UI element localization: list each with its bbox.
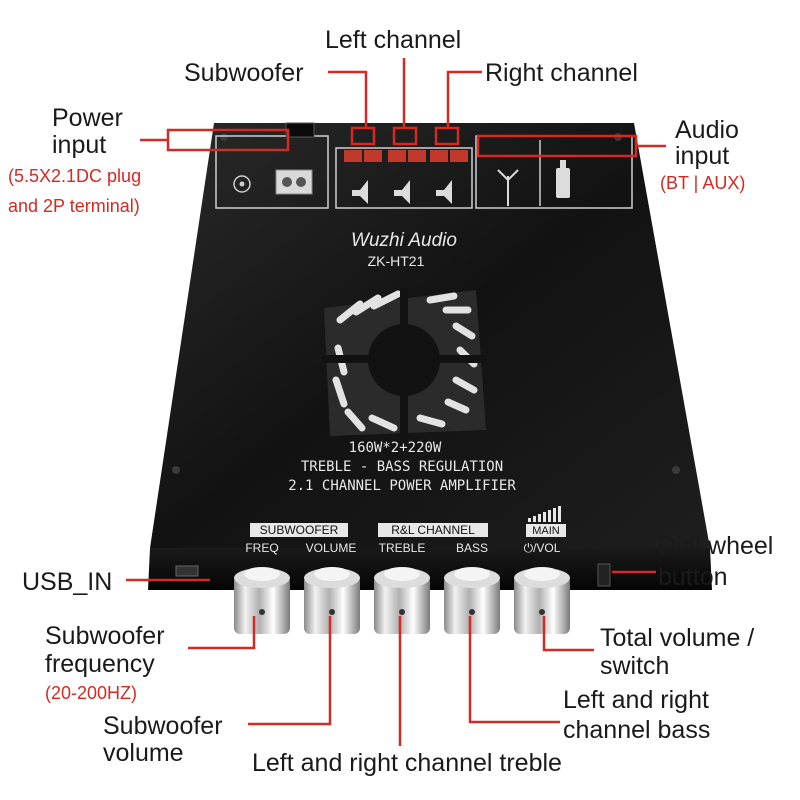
callout-left-channel: Left channel — [325, 26, 462, 54]
callout-lr-treble: Left and right channel treble — [252, 749, 562, 777]
callout-sub-freq-line1: Subwoofer — [45, 622, 165, 650]
callout-audio-detail: (BT | AUX) — [660, 173, 746, 193]
spec-regulation: TREBLE - BASS REGULATION — [301, 459, 503, 475]
callout-lines — [126, 58, 666, 746]
callout-lr-bass-line2: channel bass — [563, 716, 711, 744]
knob-bass — [444, 567, 500, 634]
callout-dial-wheel-line2: button — [658, 563, 728, 591]
screw — [172, 466, 180, 474]
callout-total-volume-line1: Total volume / — [600, 624, 755, 652]
cooling-fan — [322, 288, 486, 438]
dc-plug-icon — [233, 175, 251, 193]
screw — [672, 466, 680, 474]
callout-sub-volume-line1: Subwoofer — [103, 712, 223, 740]
callout-usb-in: USB_IN — [22, 568, 113, 596]
callout-sub-freq-line2: frequency — [45, 650, 155, 678]
speaker-right-icon — [436, 180, 452, 204]
callout-sub-volume-line2: volume — [103, 739, 184, 767]
dc-plug-center — [239, 181, 245, 187]
logo-script: Wuzhi Audio — [351, 230, 457, 251]
callout-power-input-line1: Power — [52, 104, 123, 132]
knob-treble — [374, 567, 430, 634]
callout-right-channel: Right channel — [485, 59, 638, 87]
callout-subwoofer: Subwoofer — [184, 59, 304, 87]
group-rl-channel: R&L CHANNEL — [391, 523, 475, 537]
speaker-sub-icon — [352, 180, 368, 204]
speaker-terminals — [344, 150, 468, 162]
group-subwoofer: SUBWOOFER — [260, 523, 339, 537]
knob-label-treble: TREBLE — [379, 541, 426, 555]
callout-power-detail-line2: and 2P terminal) — [8, 196, 140, 216]
group-main: MAIN — [532, 525, 560, 537]
screw — [220, 133, 228, 141]
knob-main-volume — [514, 567, 570, 634]
spec-power: 160W*2+220W — [349, 440, 442, 456]
callout-dial-wheel-line1: Dial wheel — [658, 532, 774, 560]
dc-jack — [285, 122, 315, 138]
bt-antenna-icon — [497, 169, 519, 206]
knob-label-volume: VOLUME — [306, 541, 357, 555]
usb-port — [175, 565, 199, 577]
callout-sub-freq-detail: (20-200HZ) — [45, 683, 138, 703]
knob-label-freq: FREQ — [245, 541, 278, 555]
speaker-panel — [335, 147, 473, 209]
callout-audio-input-line2: input — [675, 142, 730, 170]
callout-lr-bass-line1: Left and right — [563, 686, 709, 714]
spec-type: 2.1 CHANNEL POWER AMPLIFIER — [288, 478, 516, 494]
knob-volume — [304, 567, 360, 634]
callout-audio-input-line1: Audio — [675, 116, 739, 144]
speaker-left-icon — [394, 180, 410, 204]
model-name: ZK-HT21 — [368, 253, 425, 269]
callout-power-detail-line1: (5.5X2.1DC plug — [8, 166, 142, 186]
callout-power-input-line2: input — [52, 131, 107, 159]
knob-label-bass: BASS — [456, 541, 488, 555]
signal-bars-icon — [528, 506, 561, 522]
callout-total-volume-line2: switch — [600, 652, 670, 680]
dial-wheel-button — [597, 563, 611, 587]
knob-label-vol: ⏻/VOL — [524, 541, 561, 555]
terminal-block — [275, 169, 313, 195]
aux-plug-icon — [556, 168, 570, 198]
power-panel — [215, 135, 329, 209]
knob-freq — [234, 567, 290, 634]
